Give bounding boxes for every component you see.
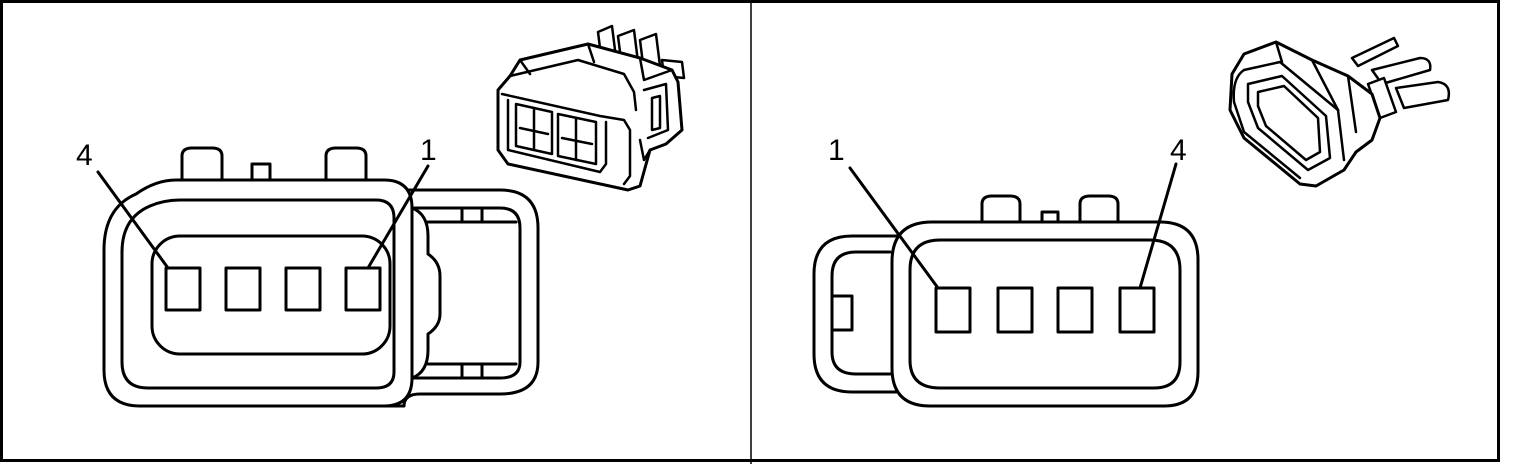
right-pin-label-4: 4 xyxy=(1170,134,1187,167)
right-cavity-2 xyxy=(996,286,1034,334)
left-cavity-2 xyxy=(284,266,322,312)
left-connector-iso-icon xyxy=(496,24,686,192)
right-connector-iso-icon xyxy=(1228,36,1451,188)
left-leader-pin1 xyxy=(366,164,430,270)
right-cavity-3 xyxy=(1056,286,1094,334)
right-leader-pin1 xyxy=(848,166,940,290)
right-panel: 1 4 xyxy=(812,36,1451,408)
left-leader-pin4 xyxy=(96,170,170,270)
right-connector-face xyxy=(812,162,1200,408)
left-cavity-4 xyxy=(164,266,202,312)
left-pin-label-1: 1 xyxy=(420,134,437,167)
right-cavity-1 xyxy=(934,286,972,334)
right-pin-label-1: 1 xyxy=(828,134,845,167)
left-cavity-1 xyxy=(344,266,382,312)
left-panel: 4 1 xyxy=(76,24,686,408)
left-cavity-3 xyxy=(224,266,262,312)
right-leader-pin4 xyxy=(1138,162,1178,290)
left-pin-label-4: 4 xyxy=(76,139,93,172)
right-cavity-4 xyxy=(1118,286,1156,334)
left-connector-face xyxy=(96,146,540,408)
